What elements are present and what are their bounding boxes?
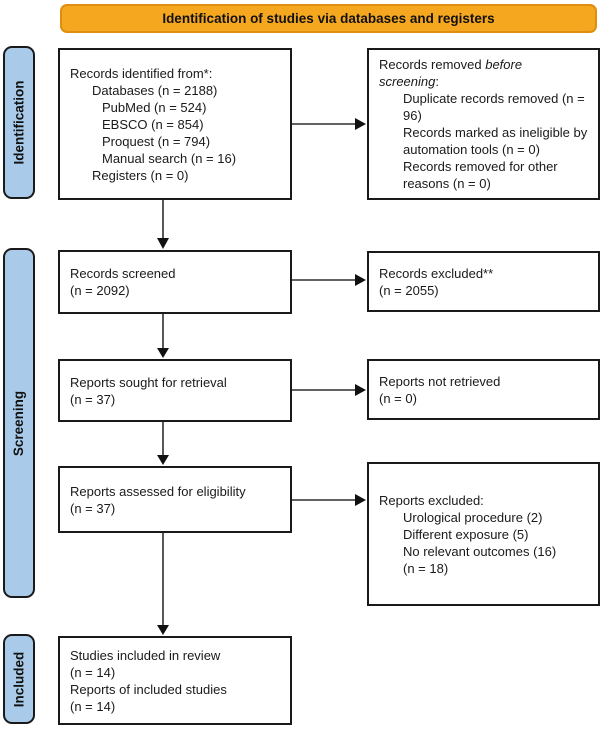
reports-assessed-line2: (n = 37) [70,500,116,516]
records-identified-proquest: Proquest (n = 794) [102,133,211,149]
box-reports-excluded: Reports excluded: Urological procedure (… [367,462,600,606]
records-screened-line2: (n = 2092) [70,283,130,298]
studies-included-line1: Studies included in review [70,647,221,663]
box-records-screened: Records screened (n = 2092) [58,250,292,314]
records-excluded-line1: Records excluded** [379,265,494,281]
records-identified-databases: Databases (n = 2188) [92,82,218,98]
sidebar-identification-phase: Identification [3,46,35,199]
box-reports-assessed: Reports assessed for eligibility (n = 37… [58,466,292,533]
arrow-sought-to-assessed [157,422,169,465]
records-removed-title-prefix: Records removed [379,57,486,72]
reports-assessed-line1: Reports assessed for eligibility [70,483,246,499]
records-screened-line1: Records screened [70,266,176,281]
reports-excluded-item: Urological procedure (2) [403,509,543,525]
records-removed-item: Records removed for other reasons (n = 0… [403,159,558,191]
arrow-identified-to-removed [292,118,366,130]
reports-excluded-item: Different exposure (5) [403,526,529,542]
reports-excluded-item: No relevant outcomes (16) [403,543,557,559]
records-identified-registers: Registers (n = 0) [92,167,189,183]
records-identified-manual: Manual search (n = 16) [102,150,237,166]
reports-not-retrieved-line1: Reports not retrieved [379,373,501,389]
sidebar-included-phase: Included [3,634,35,724]
reports-excluded-item: (n = 18) [403,560,449,576]
arrow-assessed-to-included [157,533,169,635]
sidebar-screening-phase: Screening [3,248,35,598]
records-identified-title: Records identified from*: [70,65,213,81]
arrow-screened-to-excluded [292,274,366,286]
banner-label: Identification of studies via databases … [162,11,495,26]
records-excluded-line2: (n = 2055) [379,282,439,298]
sidebar-identification-label: Identification [11,80,27,165]
arrow-sought-to-notretrieved [292,384,366,396]
studies-included-line2: (n = 14) [70,664,116,680]
records-identified-ebsco: EBSCO (n = 854) [102,116,204,132]
reports-sought-line2: (n = 37) [70,391,116,407]
box-records-removed: Records removed before screening: Duplic… [367,48,600,200]
arrow-assessed-to-repexcluded [292,494,366,506]
records-removed-item: Records marked as ineligible by automati… [403,125,588,157]
sidebar-screening-label: Screening [11,390,27,456]
box-reports-not-retrieved: Reports not retrieved (n = 0) [367,359,600,420]
studies-included-line3: Reports of included studies [70,681,227,697]
records-removed-title: Records removed before screening: [379,56,557,90]
box-records-identified: Records identified from*: Databases (n =… [58,48,292,200]
records-removed-item: Duplicate records removed (n = 96) [403,91,585,123]
sidebar-included-label: Included [11,651,27,707]
studies-included-line4: (n = 14) [70,698,116,714]
records-removed-title-italic: before screening [379,57,523,89]
records-removed-title-suffix: : [435,74,439,89]
reports-not-retrieved-line2: (n = 0) [379,390,417,406]
box-reports-sought: Reports sought for retrieval (n = 37) [58,359,292,422]
arrow-screened-to-sought [157,314,169,358]
reports-excluded-title: Reports excluded: [379,492,484,508]
banner-identification-of-studies: Identification of studies via databases … [60,4,597,33]
reports-sought-line1: Reports sought for retrieval [70,374,227,390]
records-identified-pubmed: PubMed (n = 524) [102,99,207,115]
box-studies-included: Studies included in review (n = 14) Repo… [58,636,292,725]
box-records-excluded: Records excluded** (n = 2055) [367,251,600,312]
arrow-identified-to-screened [157,200,169,249]
